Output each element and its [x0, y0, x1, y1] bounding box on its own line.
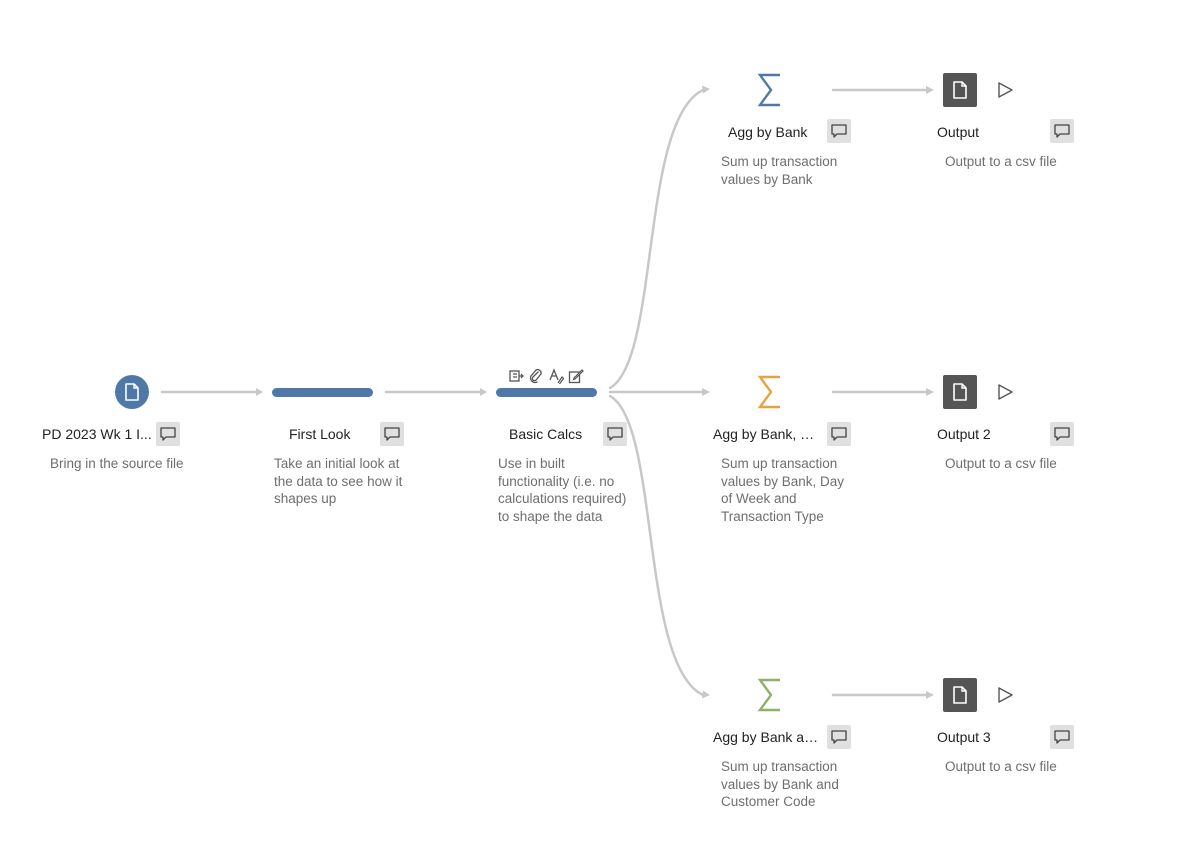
comment-icon: [1054, 730, 1070, 744]
run-flow-button[interactable]: [996, 686, 1014, 704]
add-note-button[interactable]: [827, 119, 851, 143]
arrowhead: [702, 85, 710, 94]
add-note-button[interactable]: [380, 422, 404, 446]
change-icons[interactable]: [508, 368, 584, 384]
step-name-first-look[interactable]: First Look: [289, 426, 351, 442]
file-icon: [953, 81, 967, 99]
comment-icon: [831, 427, 847, 441]
split-icon[interactable]: [508, 368, 524, 384]
arrowhead: [926, 691, 934, 699]
step-description-agg-bank: Sum up transaction values by Bank: [721, 154, 838, 187]
step-name-agg-bank-customer[interactable]: Agg by Bank an...: [713, 729, 821, 745]
arrowhead: [702, 388, 710, 396]
group-icon[interactable]: [528, 368, 544, 384]
agg-bank-customer-step-node[interactable]: [752, 675, 788, 715]
add-note-button[interactable]: [827, 725, 851, 749]
sigma-icon: [757, 375, 780, 409]
arrowhead: [926, 388, 934, 396]
step-description-output: Output to a csv file: [945, 154, 1057, 169]
output-step-node[interactable]: [943, 73, 977, 107]
add-note-button[interactable]: [156, 422, 180, 446]
play-icon: [998, 384, 1013, 400]
file-icon: [125, 383, 139, 401]
connector-basiccalcs-aggbank: [608, 88, 705, 390]
add-note-button[interactable]: [827, 422, 851, 446]
output2-step-node[interactable]: [943, 375, 977, 409]
file-icon: [953, 686, 967, 704]
step-name-output2[interactable]: Output 2: [937, 426, 991, 442]
play-icon: [998, 82, 1013, 98]
comment-icon: [831, 730, 847, 744]
step-description-input: Bring in the source file: [50, 456, 184, 471]
step-description-first-look: Take an initial look at the data to see …: [274, 456, 403, 506]
output3-step-node[interactable]: [943, 678, 977, 712]
file-icon: [953, 383, 967, 401]
step-name-basic-calcs[interactable]: Basic Calcs: [509, 426, 583, 442]
step-name-output3[interactable]: Output 3: [937, 729, 991, 745]
arrowhead: [702, 690, 710, 699]
comment-icon: [384, 427, 400, 441]
add-note-button[interactable]: [603, 422, 627, 446]
arrowhead: [480, 388, 487, 396]
agg-bank-day-step-node[interactable]: [752, 372, 788, 412]
step-description-agg-bank-day: Sum up transaction values by Bank, Day o…: [721, 456, 845, 524]
arrowhead: [926, 86, 934, 94]
play-icon: [998, 687, 1013, 703]
step-description-agg-bank-customer: Sum up transaction values by Bank and Cu…: [721, 759, 839, 809]
first-look-step-node[interactable]: [272, 388, 373, 397]
step-name-agg-bank[interactable]: Agg by Bank: [728, 124, 808, 140]
step-name-agg-bank-day[interactable]: Agg by Bank, D...: [713, 426, 821, 442]
arrowhead: [256, 388, 263, 396]
comment-icon: [831, 124, 847, 138]
step-description-basic-calcs: Use in built functionality (i.e. no calc…: [498, 456, 627, 524]
step-description-output3: Output to a csv file: [945, 759, 1057, 774]
rename-icon[interactable]: [548, 368, 564, 384]
comment-icon: [607, 427, 623, 441]
run-flow-button[interactable]: [996, 81, 1014, 99]
add-note-button[interactable]: [1050, 422, 1074, 446]
sigma-icon: [757, 678, 780, 712]
comment-icon: [1054, 124, 1070, 138]
step-description-output2: Output to a csv file: [945, 456, 1057, 471]
basic-calcs-step-node[interactable]: [496, 388, 597, 397]
step-name-output[interactable]: Output: [937, 124, 980, 140]
input-step-node[interactable]: [115, 375, 149, 409]
add-note-button[interactable]: [1050, 725, 1074, 749]
run-flow-button[interactable]: [996, 383, 1014, 401]
connector-basiccalcs-aggbankcustomer: [608, 394, 705, 697]
add-note-button[interactable]: [1050, 119, 1074, 143]
step-name-input[interactable]: PD 2023 Wk 1 I...: [42, 426, 152, 442]
sigma-icon: [757, 73, 780, 107]
comment-icon: [1054, 427, 1070, 441]
edit-icon[interactable]: [568, 368, 584, 384]
agg-bank-step-node[interactable]: [752, 70, 788, 110]
comment-icon: [160, 427, 176, 441]
